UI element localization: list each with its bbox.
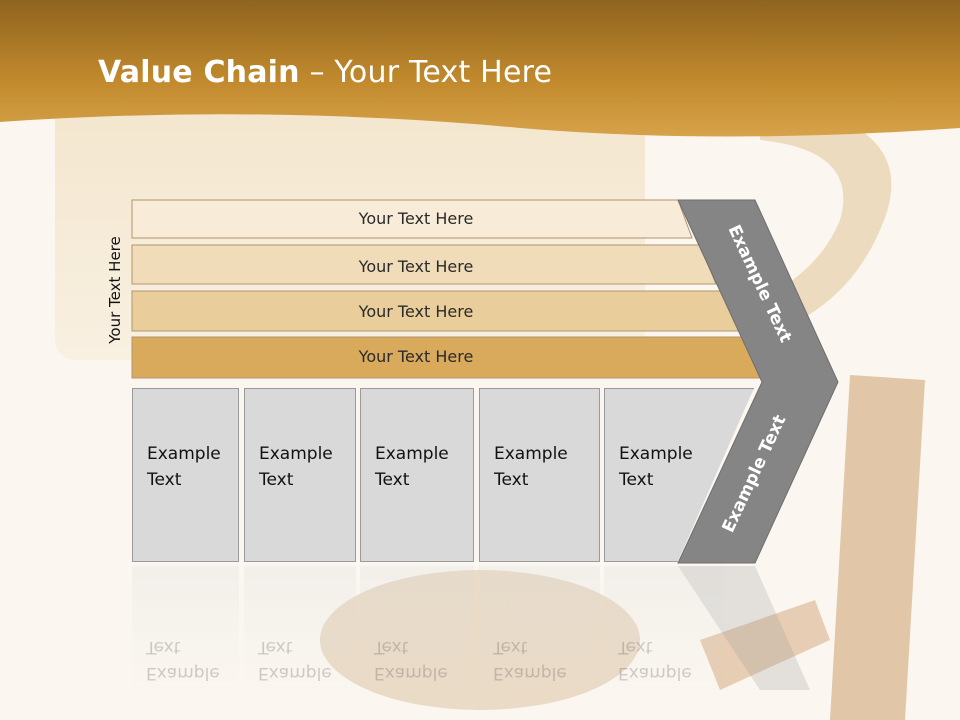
slide-title: Value Chain – Your Text Here [98,55,552,90]
box-4-line1: Example [494,444,568,464]
bar-3: Your Text Here [131,290,741,332]
box-3-reflection-line1: Example [374,663,448,683]
box-4-line2: Text [494,470,529,490]
box-2-reflection-line2: Text [258,637,293,657]
box-1-reflection: Example Text [132,566,239,696]
bar-1-shape [131,199,693,239]
title-rest: – Your Text Here [299,55,553,90]
box-2-reflection-line1: Example [258,663,332,683]
box-5-line1: Example [619,444,693,464]
bar-4-label: Your Text Here [358,347,474,366]
box-4-reflection: Example Text [479,566,600,696]
box-1-reflection-line2: Text [146,637,181,657]
box-3-line1: Example [375,444,449,464]
bar-3-label: Your Text Here [358,302,474,321]
box-5-line2: Text [619,470,654,490]
box-2-line1: Example [259,444,333,464]
box-2-reflection: Example Text [244,566,356,696]
chevron-reflection [678,566,810,690]
bar-2: Your Text Here [131,244,717,285]
box-5-reflection-line1: Example [618,663,692,683]
box-1-reflection-line1: Example [146,663,220,683]
bar-1: Your Text Here [131,199,693,239]
box-4-reflection-line2: Text [493,637,528,657]
bar-4: Your Text Here [131,336,765,379]
bar-1-label: Your Text Here [358,209,474,228]
box-2-line2: Text [259,470,294,490]
box-4: Example Text [479,388,600,562]
box-3-reflection: Example Text [360,566,474,696]
bar-2-label: Your Text Here [358,257,474,276]
box-1: Example Text [132,388,239,562]
box-5-reflection-line2: Text [618,637,653,657]
chevron-arrow [677,199,839,564]
box-3-reflection-line2: Text [374,637,409,657]
box-3: Example Text [360,388,474,562]
bar-2-shape [131,244,717,285]
box-3-line2: Text [375,470,410,490]
box-4-reflection-line1: Example [493,663,567,683]
box-5-reflection: Example Text [604,566,724,696]
box-1-line2: Text [147,470,182,490]
box-1-line1: Example [147,444,221,464]
title-bold: Value Chain [98,55,300,90]
box-2: Example Text [244,388,356,562]
